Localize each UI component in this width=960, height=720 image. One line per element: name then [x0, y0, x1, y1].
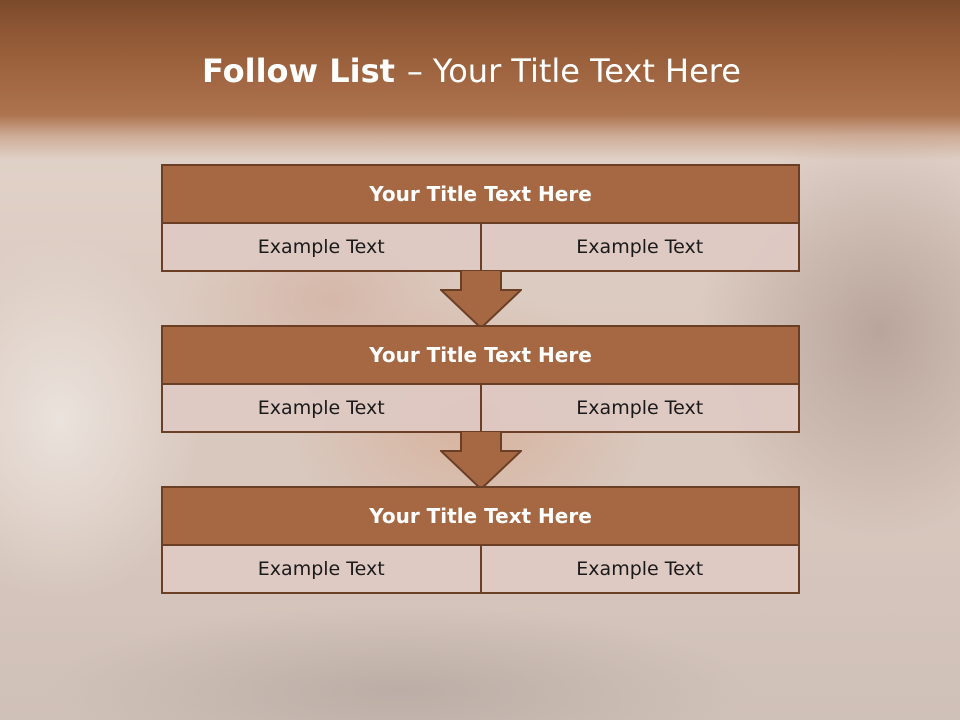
slide-title: Follow List–Your Title Text Here	[0, 52, 943, 90]
step-title: Your Title Text Here	[163, 166, 798, 224]
title-separator: –	[406, 52, 423, 90]
step-cell-right: Example Text	[479, 385, 798, 431]
step-cell-left: Example Text	[163, 546, 480, 592]
step-row: Example Text Example Text	[163, 385, 798, 431]
step-row: Example Text Example Text	[163, 546, 798, 592]
step-cell-right: Example Text	[479, 546, 798, 592]
step-box-3: Your Title Text Here Example Text Exampl…	[161, 486, 800, 594]
step-row: Example Text Example Text	[163, 224, 798, 270]
arrow-down-icon	[440, 270, 522, 330]
title-rest: Your Title Text Here	[432, 52, 741, 90]
step-title: Your Title Text Here	[163, 327, 798, 385]
step-box-2: Your Title Text Here Example Text Exampl…	[161, 325, 800, 433]
step-title: Your Title Text Here	[163, 488, 798, 546]
title-band	[0, 0, 960, 160]
step-box-1: Your Title Text Here Example Text Exampl…	[161, 164, 800, 272]
step-cell-right: Example Text	[479, 224, 798, 270]
step-cell-left: Example Text	[163, 385, 480, 431]
arrow-down-icon	[440, 431, 522, 491]
step-cell-left: Example Text	[163, 224, 480, 270]
title-bold: Follow List	[202, 52, 395, 90]
